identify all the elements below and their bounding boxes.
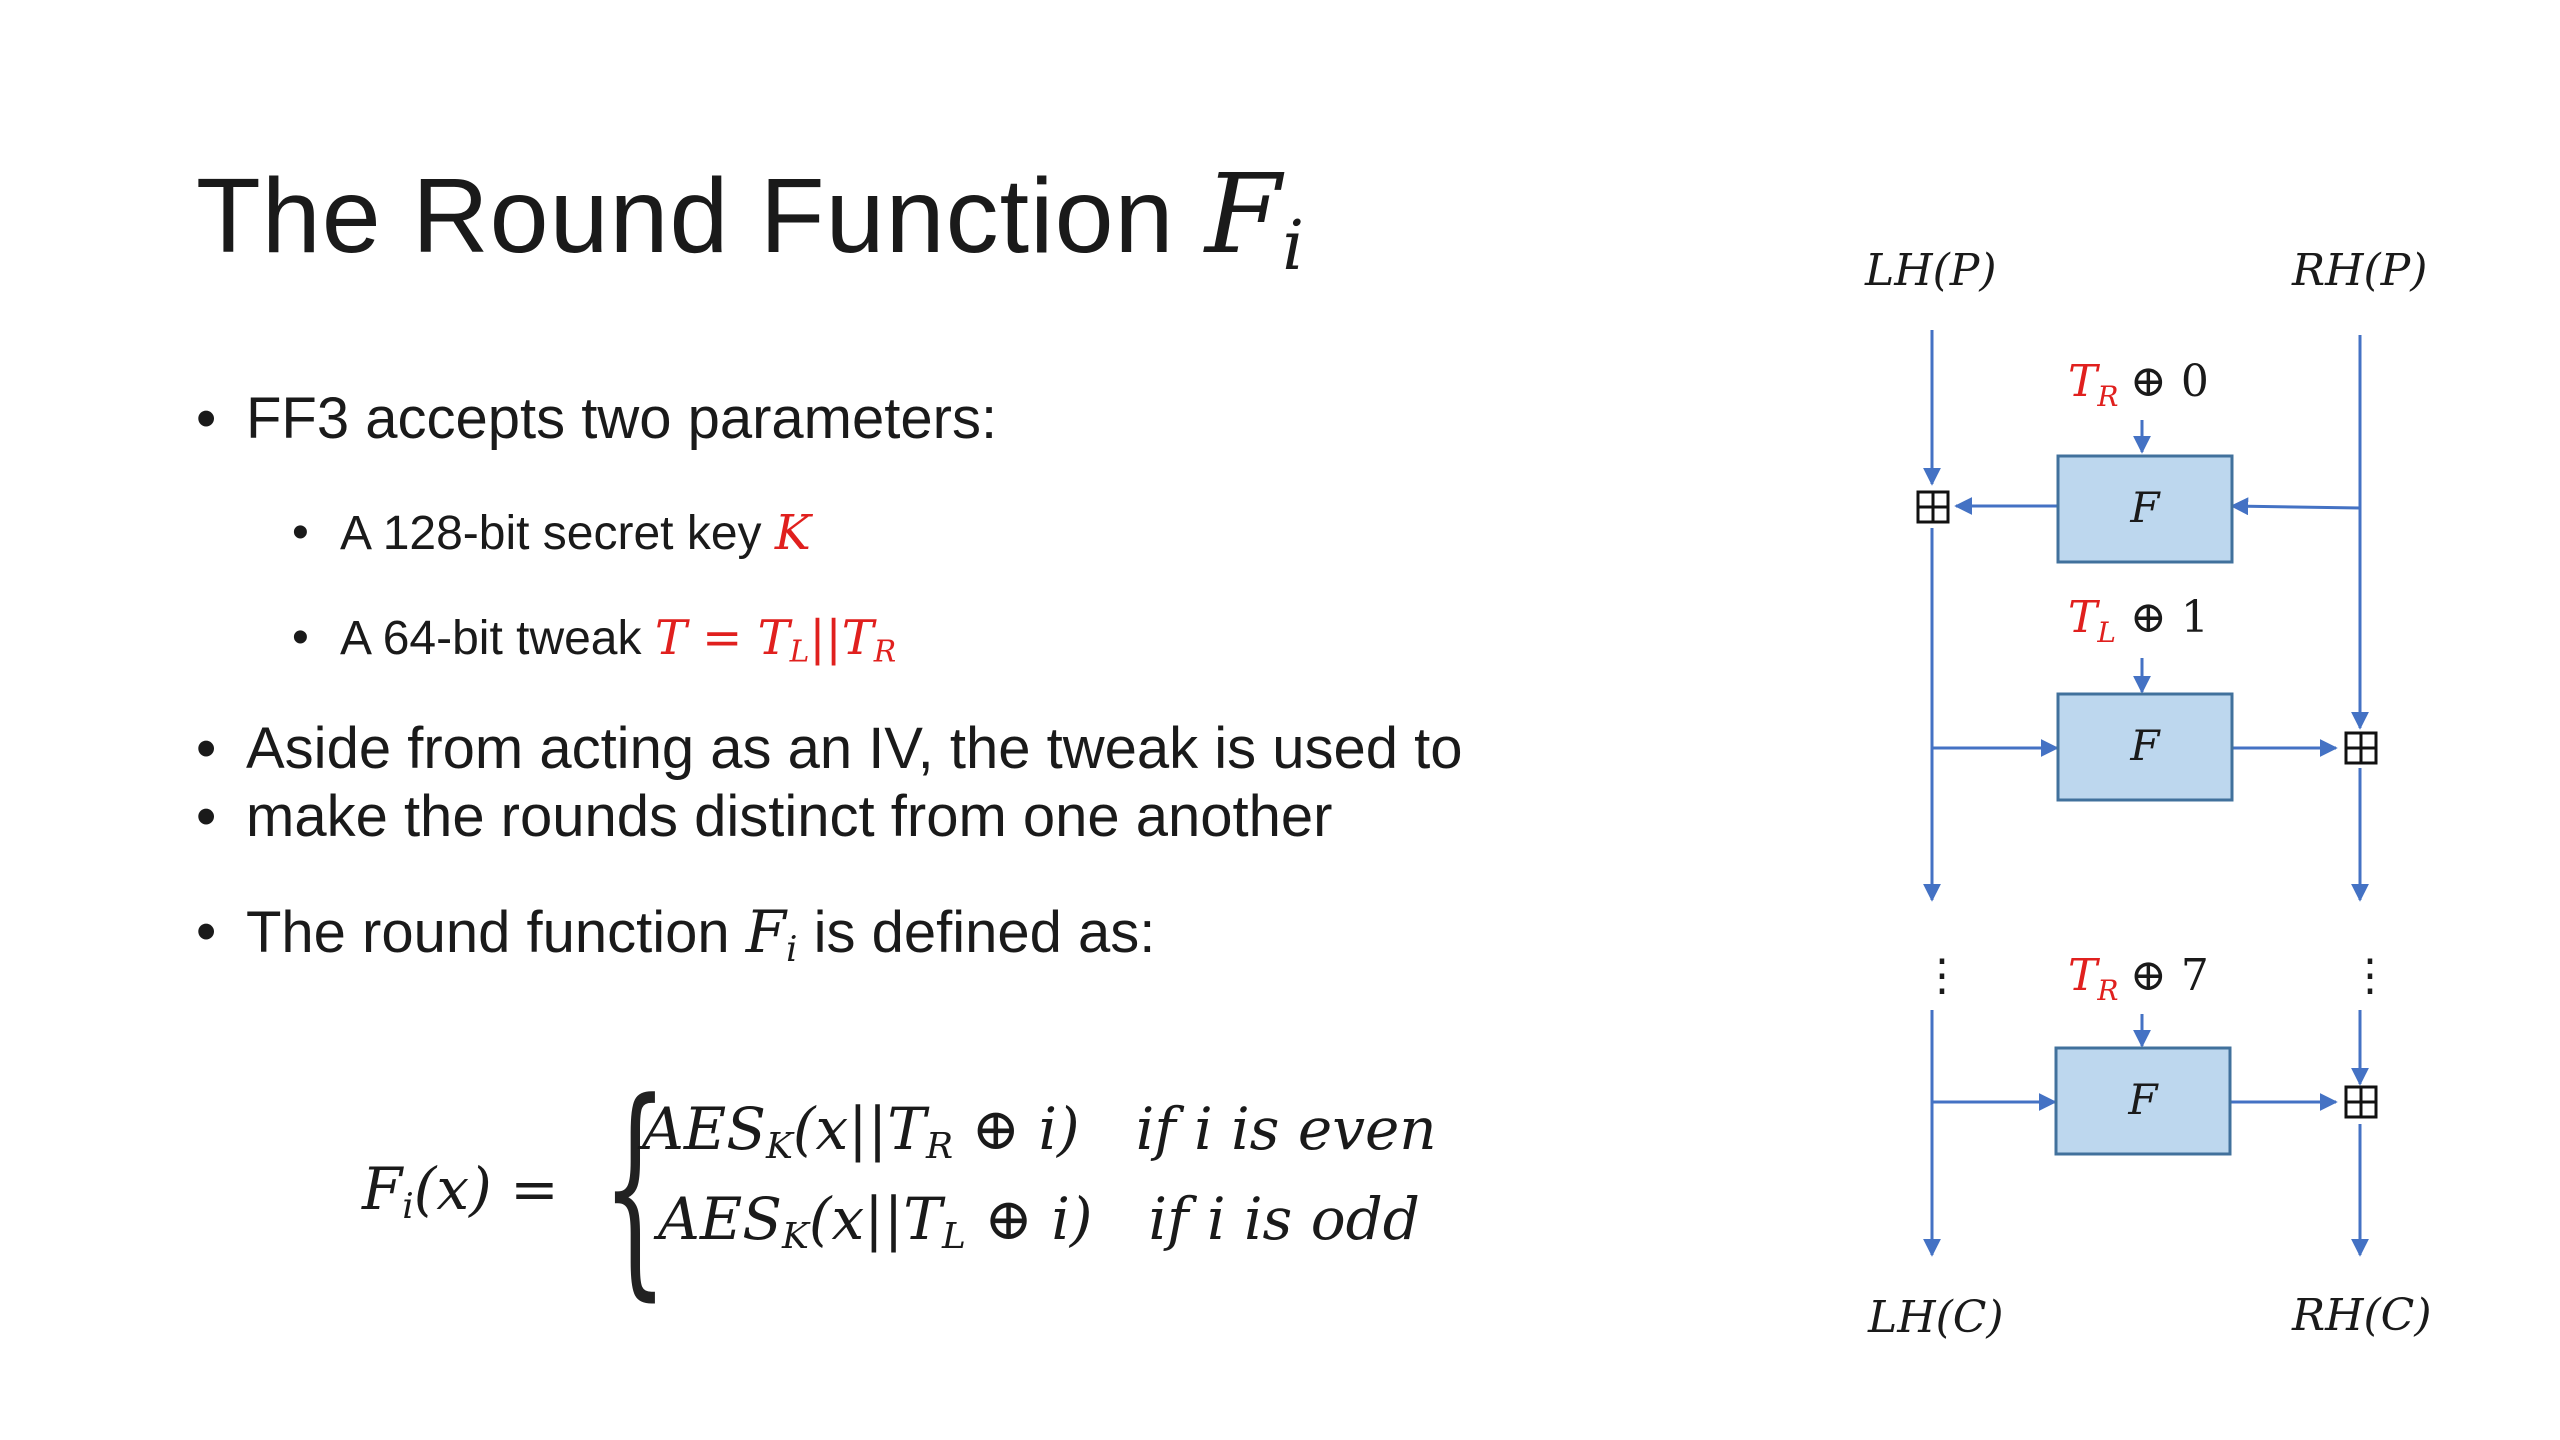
bullet-tweak: A 64-bit tweak T = TL||TR bbox=[292, 610, 1492, 670]
formula-odd-case: AESK(x||TL ⊕ i)if i is odd bbox=[658, 1185, 1420, 1257]
svg-text:⊕ 0: ⊕ 0 bbox=[2130, 356, 2209, 407]
round0-input-arrow bbox=[2230, 497, 2361, 516]
title-text: The Round Function bbox=[196, 157, 1205, 275]
label-lh-c: LH(C) bbox=[1867, 1292, 2004, 1343]
formula-brace: { bbox=[602, 1054, 668, 1321]
combine-icon-right-round1 bbox=[2344, 731, 2378, 765]
ellipsis-right: ⋮ bbox=[2348, 950, 2392, 1001]
round0-f-label: F bbox=[2129, 483, 2161, 532]
bullet-secret-key: A 128-bit secret key K bbox=[292, 505, 1492, 565]
key-symbol: K bbox=[774, 505, 811, 561]
title-symbol: Fi bbox=[1204, 150, 1306, 287]
combine-icon-left-round0 bbox=[1916, 490, 1950, 524]
svg-text:⊕ 1: ⊕ 1 bbox=[2130, 592, 2209, 643]
bullet-ff3-params: FF3 accepts two parameters: bbox=[196, 385, 1696, 455]
svg-text:TR: TR bbox=[2068, 356, 2118, 413]
bullet-round-function: The round function Fi is defined as: bbox=[196, 898, 1696, 968]
round1-f-label: F bbox=[2129, 721, 2161, 770]
round0-f-box bbox=[2056, 454, 2234, 564]
label-lh-p: LH(P) bbox=[1864, 245, 1997, 296]
formula-even-case: AESK(x||TR ⊕ i)if i is even bbox=[642, 1095, 1437, 1167]
label-rh-p: RH(P) bbox=[2291, 245, 2427, 296]
round1-f-box bbox=[2056, 692, 2234, 802]
label-rh-c: RH(C) bbox=[2291, 1290, 2432, 1341]
round7-f-box bbox=[2054, 1046, 2232, 1156]
round1-tweak-label: TL ⊕ 1 bbox=[2068, 592, 2209, 649]
tweak-formula: T = TL||TR bbox=[654, 610, 897, 670]
page-title: The Round Function Fi bbox=[196, 150, 1306, 287]
combine-icon-right-round7 bbox=[2344, 1085, 2378, 1119]
bullet-tweak-purpose: Aside from acting as an IV, the tweak is… bbox=[196, 715, 1696, 785]
bullet-tweak-purpose-cont: make the rounds distinct from one anothe… bbox=[196, 783, 1696, 853]
ellipsis-left: ⋮ bbox=[1920, 950, 1964, 1001]
round7-tweak-label: TR ⊕ 7 bbox=[2068, 950, 2209, 1007]
round7-f-label: F bbox=[2127, 1075, 2159, 1124]
formula-lhs: Fi(x) = bbox=[362, 1155, 559, 1227]
svg-text:TL: TL bbox=[2068, 592, 2116, 649]
round0-tweak-label: TR ⊕ 0 bbox=[2068, 356, 2209, 413]
svg-text:TR: TR bbox=[2068, 950, 2118, 1007]
svg-text:⊕ 7: ⊕ 7 bbox=[2130, 950, 2209, 1001]
